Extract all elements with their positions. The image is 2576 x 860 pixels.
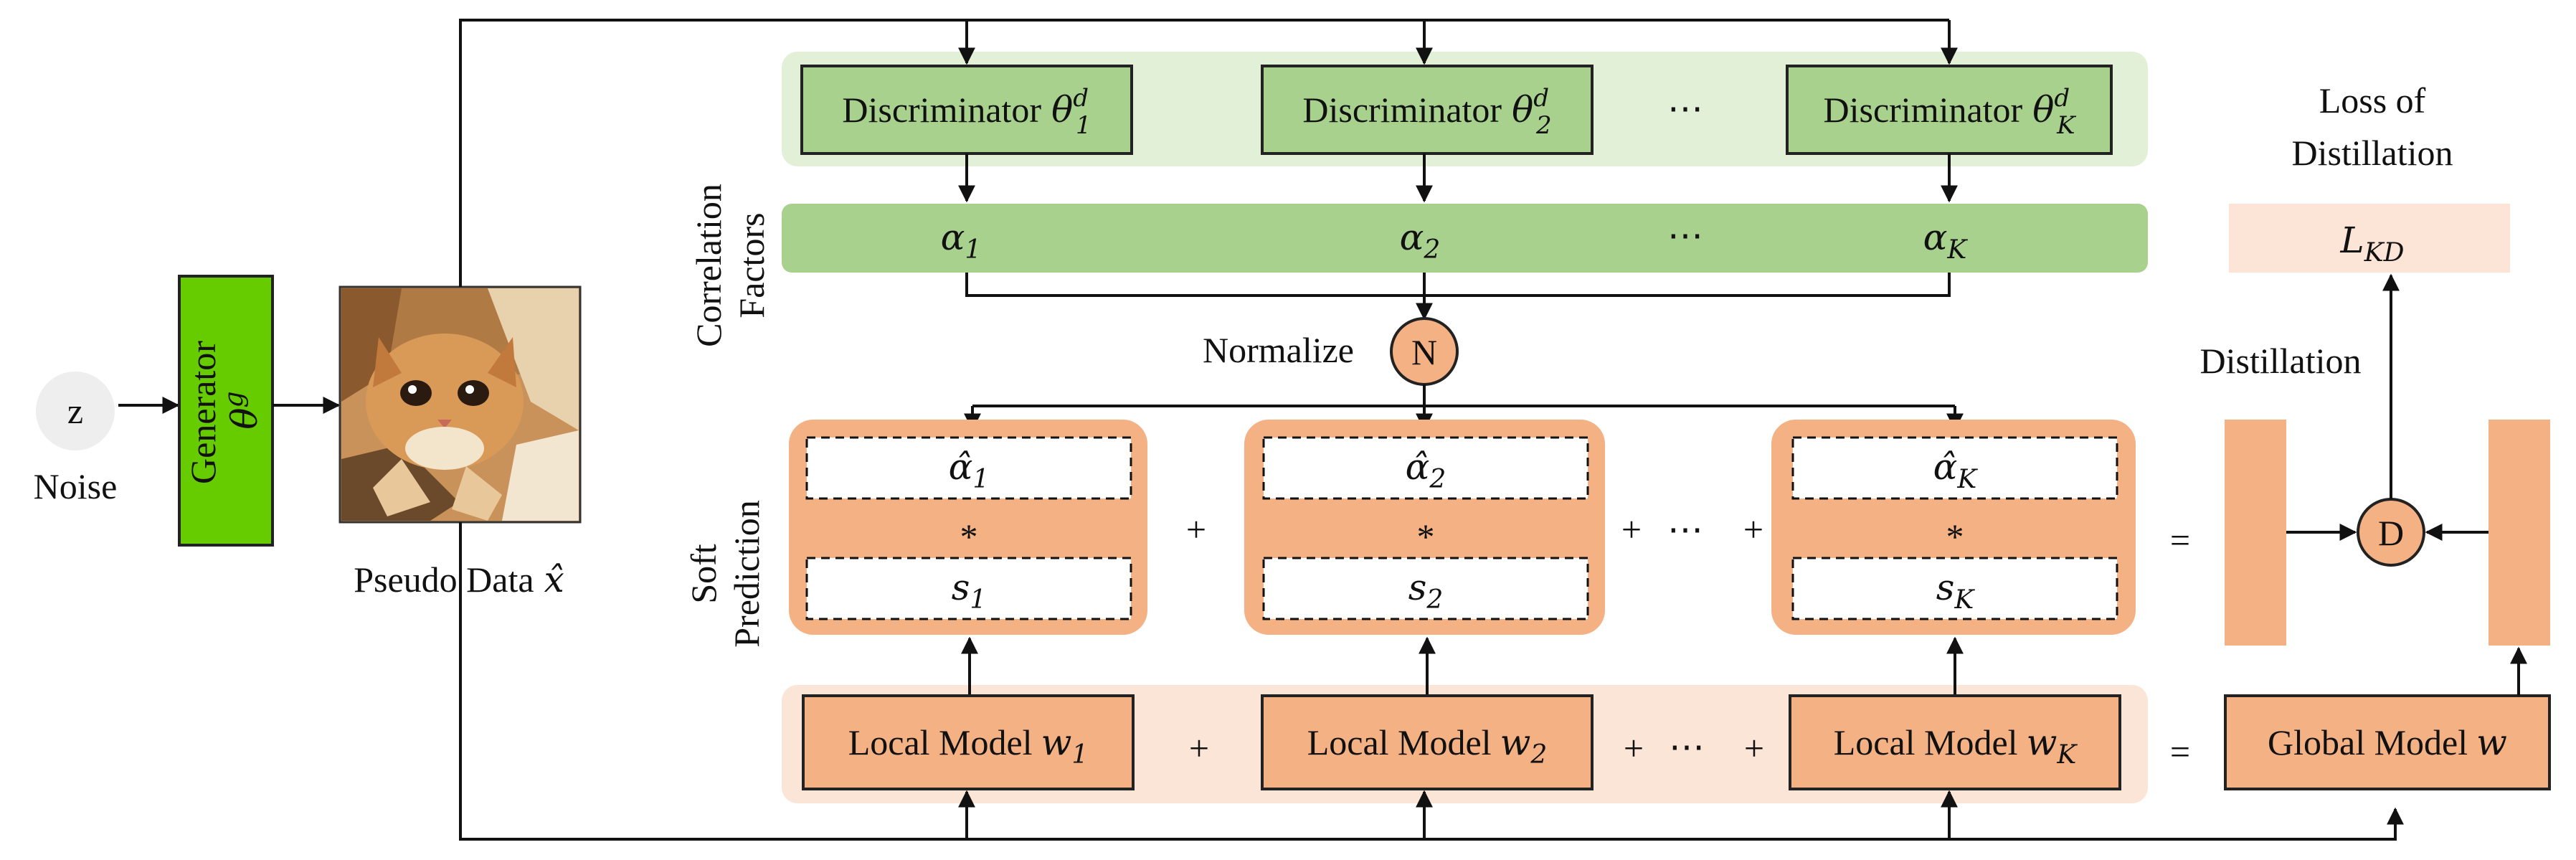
- normalize-label: Normalize: [1203, 330, 1354, 370]
- alpha-k: αK: [1923, 217, 1969, 265]
- discriminator-ellipsis: ⋯: [1667, 88, 1703, 128]
- normalize-node-label: N: [1411, 332, 1437, 372]
- soft-block-1-alpha: [805, 436, 1132, 500]
- soft-plus-1: +: [1186, 509, 1206, 549]
- soft-block-2-s: [1262, 557, 1589, 620]
- local-model-box-2: [1261, 694, 1594, 790]
- soft-block-k-s-text: sK: [1936, 567, 1976, 615]
- local-equals: =: [2170, 732, 2190, 772]
- soft-block-k-s: [1791, 557, 2118, 620]
- soft-block-1-s: [805, 557, 1132, 620]
- correlation-label-line1: Correlation: [688, 184, 729, 347]
- data-flow-loop: [459, 522, 2404, 841]
- discriminator-box-2: [1261, 65, 1594, 155]
- soft-prediction-label-line2: Prediction: [726, 500, 767, 648]
- soft-prediction-label-line1: Soft: [683, 544, 724, 603]
- soft-block-1-alpha-text: α̂1: [949, 446, 990, 494]
- correlation-band: [782, 204, 2148, 273]
- alpha-collect-line: [965, 273, 1951, 297]
- loss-kd: LKD: [2340, 219, 2405, 268]
- aggregated-soft-prediction-bar: [2225, 420, 2286, 646]
- distillation-node-label: D: [2378, 513, 2404, 553]
- soft-equals: =: [2170, 520, 2190, 560]
- soft-ellipsis: ⋯: [1667, 509, 1703, 549]
- global-output-bar: [2489, 420, 2550, 646]
- loss-title-line1: Loss of: [2319, 80, 2426, 121]
- alpha-ellipsis: ⋯: [1667, 215, 1703, 255]
- local-model-box-1: [802, 694, 1135, 790]
- soft-plus-2: +: [1621, 509, 1642, 549]
- noise-symbol: z: [67, 391, 83, 431]
- local-plus-2: +: [1624, 728, 1644, 768]
- local-ellipsis: ⋯: [1669, 727, 1705, 767]
- generator-param: θg: [219, 391, 265, 429]
- soft-plus-3: +: [1743, 509, 1763, 549]
- discriminator-box-k: [1786, 65, 2113, 155]
- soft-block-2-alpha-text: α̂2: [1406, 446, 1446, 494]
- soft-block-k-alpha: [1791, 436, 2118, 500]
- generator-box: [178, 275, 274, 547]
- local-plus-1: +: [1189, 728, 1209, 768]
- soft-block-1-op: *: [960, 516, 978, 557]
- soft-block-2-s-text: s2: [1408, 567, 1444, 615]
- alpha-2: α2: [1400, 217, 1441, 265]
- soft-block-1-s-text: s1: [952, 567, 987, 615]
- loss-band: [2229, 204, 2510, 273]
- data-to-discriminators-line: [459, 19, 1949, 287]
- local-model-box-k: [1789, 694, 2121, 790]
- correlation-label-line2: Factors: [731, 212, 772, 318]
- noise-label: Noise: [34, 466, 118, 506]
- soft-block-2-alpha: [1262, 436, 1589, 500]
- discriminator-box-1: [800, 65, 1133, 155]
- pseudo-data-image: [338, 285, 582, 524]
- alpha-1: α1: [941, 217, 982, 265]
- noise-node: [36, 372, 115, 450]
- loss-title-line2: Distillation: [2292, 133, 2453, 173]
- soft-block-k-alpha-text: α̂K: [1933, 446, 1979, 494]
- distillation-label: Distillation: [2200, 341, 2362, 381]
- global-model-box: [2224, 694, 2551, 790]
- local-plus-3: +: [1744, 728, 1764, 768]
- generator-label: Generator: [183, 341, 223, 484]
- soft-block-2-op: *: [1417, 516, 1435, 557]
- soft-block-k-op: *: [1946, 516, 1964, 557]
